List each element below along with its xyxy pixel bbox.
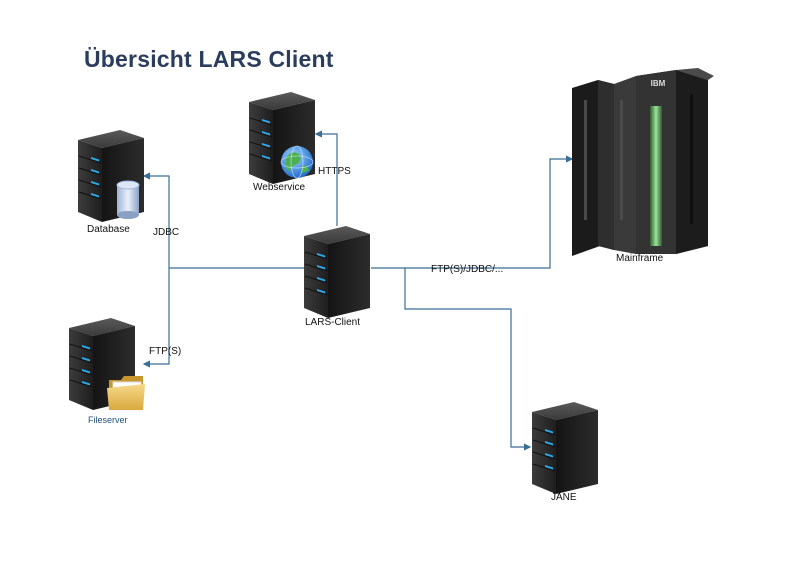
- mainframe-connection-label: FTP(S)/JDBC/...: [431, 264, 504, 275]
- folder-icon: [107, 376, 145, 410]
- webservice-label: Webservice: [253, 182, 306, 193]
- webservice-server-icon: [248, 91, 316, 185]
- line-to-fileserver: [142, 268, 170, 368]
- jane-label: JANE: [551, 492, 577, 503]
- line-to-jane: [404, 268, 532, 451]
- connection-lines: [142, 130, 574, 451]
- fileserver-label: Fileserver: [88, 415, 128, 425]
- page-title: Übersicht LARS Client: [84, 46, 334, 72]
- ftps-connection-label: FTP(S): [149, 346, 182, 357]
- line-to-database: [142, 172, 170, 268]
- lars-client-label: LARS-Client: [305, 317, 361, 328]
- database-cylinder-icon: [116, 180, 140, 219]
- line-to-mainframe: [371, 155, 574, 269]
- database-server-icon: [77, 129, 145, 223]
- jdbc-connection-label: JDBC: [153, 227, 180, 238]
- mainframe-label: Mainframe: [616, 253, 664, 264]
- jane-server-icon: [531, 401, 599, 495]
- ibm-logo: IBM: [651, 79, 666, 88]
- line-to-webservice: [314, 130, 338, 226]
- lars-client-server-icon: [303, 225, 371, 319]
- mainframe-icon: IBM: [572, 68, 714, 256]
- https-connection-label: HTTPS: [318, 166, 351, 177]
- fileserver-server-icon: [68, 317, 145, 411]
- globe-icon: [280, 145, 314, 179]
- database-label: Database: [87, 224, 130, 235]
